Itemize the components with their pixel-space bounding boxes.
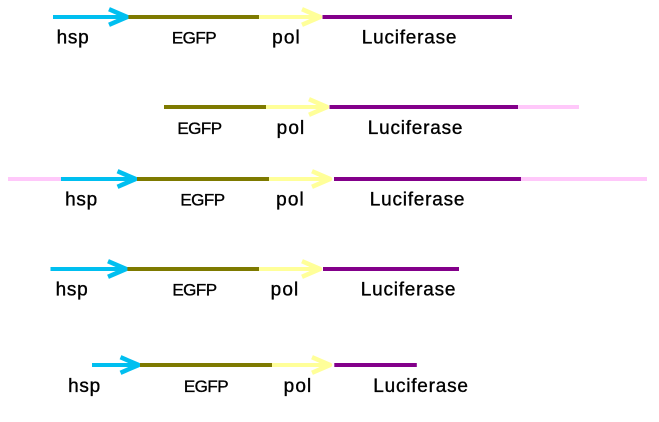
svg-text:hsp: hsp [57, 27, 90, 48]
svg-text:Luciferase: Luciferase [368, 118, 463, 139]
svg-text:Luciferase: Luciferase [373, 376, 468, 397]
svg-text:hsp: hsp [65, 190, 98, 211]
svg-text:Luciferase: Luciferase [362, 27, 457, 48]
svg-text:EGFP: EGFP [180, 191, 224, 210]
svg-text:EGFP: EGFP [177, 119, 221, 138]
svg-text:EGFP: EGFP [172, 28, 216, 47]
svg-text:EGFP: EGFP [172, 281, 216, 300]
svg-text:pol: pol [284, 376, 313, 397]
svg-text:hsp: hsp [68, 376, 101, 397]
svg-text:pol: pol [277, 118, 306, 139]
svg-text:Luciferase: Luciferase [361, 280, 456, 301]
svg-text:pol: pol [272, 27, 301, 48]
svg-text:pol: pol [276, 190, 305, 211]
svg-text:Luciferase: Luciferase [370, 190, 465, 211]
svg-text:hsp: hsp [56, 280, 89, 301]
svg-text:pol: pol [271, 280, 300, 301]
svg-text:EGFP: EGFP [184, 377, 228, 396]
